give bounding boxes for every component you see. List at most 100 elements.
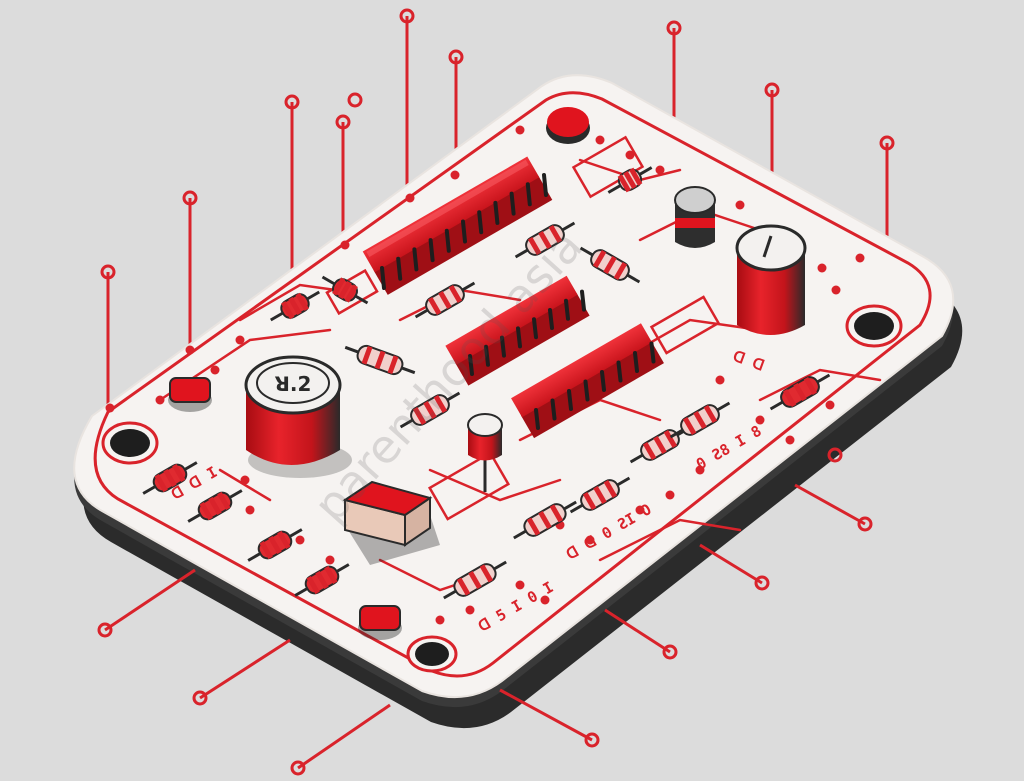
capacitor-marking — [762, 235, 773, 258]
resistor-band — [423, 400, 437, 420]
callout — [192, 638, 291, 706]
smd-component[interactable] — [358, 605, 402, 640]
callout — [335, 114, 351, 245]
resistor-band — [448, 284, 463, 304]
resistor-band — [703, 404, 718, 424]
solder-pad — [185, 345, 195, 355]
resistor[interactable] — [184, 483, 247, 530]
capacitor-band — [675, 218, 715, 228]
resistor-band — [338, 280, 352, 300]
callout-terminal — [284, 94, 300, 110]
resistor-band — [295, 292, 309, 311]
resistor-band — [682, 416, 697, 436]
callout-line — [104, 568, 196, 632]
resistor-band — [217, 491, 231, 510]
callout-terminal — [879, 135, 895, 151]
resistor-band — [154, 474, 168, 493]
resistor[interactable] — [666, 395, 734, 445]
mounting-hole-top-cap — [547, 107, 589, 137]
resistor[interactable] — [244, 522, 307, 569]
callout-terminal — [662, 644, 678, 660]
smd-body — [359, 605, 401, 631]
ic-pin — [548, 308, 554, 330]
resistor-band — [412, 406, 427, 426]
resistor[interactable] — [139, 455, 202, 502]
resistor-band — [526, 517, 541, 536]
resistor[interactable] — [511, 215, 579, 265]
relay-block[interactable] — [342, 480, 440, 565]
solder-pad — [665, 490, 675, 500]
callout-terminal — [192, 690, 208, 706]
solder-pad — [635, 505, 645, 515]
capacitor-large-left[interactable]: ꓤ.2 — [244, 355, 352, 478]
ic-pin — [564, 298, 570, 321]
solder-pad — [825, 400, 835, 410]
solder-pad — [245, 505, 255, 515]
capacitor-tall-right[interactable] — [735, 224, 807, 335]
ic-pin — [534, 408, 540, 430]
ic-pin — [493, 200, 500, 225]
resistor[interactable] — [266, 284, 323, 328]
resistor[interactable] — [509, 494, 580, 546]
solder-pad — [515, 125, 525, 135]
capacitor-small-center[interactable] — [467, 413, 503, 492]
capacitor-small-top[interactable] — [674, 186, 716, 248]
callout-terminal — [100, 264, 116, 280]
solder-pad — [210, 365, 220, 375]
resistor[interactable] — [396, 385, 464, 435]
ic-pin — [616, 360, 623, 383]
resistor-band — [527, 236, 542, 256]
solder-pad — [625, 150, 635, 160]
resistor-band — [199, 502, 213, 521]
ic-pin — [516, 326, 522, 349]
ic-pin — [380, 266, 386, 290]
resistor-band — [617, 174, 631, 193]
smd-body — [169, 377, 211, 403]
ic-pin — [525, 182, 532, 207]
callout-terminal — [97, 622, 113, 638]
resistor-band — [268, 535, 282, 555]
ic-pin — [542, 173, 548, 197]
callout-terminal — [399, 8, 415, 24]
solder-pad — [715, 375, 725, 385]
callout — [182, 190, 198, 350]
resistor-band — [387, 355, 399, 375]
resistor-band — [306, 576, 320, 595]
solder-pad — [817, 263, 827, 273]
resistor[interactable] — [626, 420, 694, 470]
resistor[interactable] — [576, 240, 644, 290]
solder-pad — [735, 200, 745, 210]
ic-pin — [583, 379, 590, 402]
resistor-band — [603, 479, 618, 499]
resistor-band — [374, 350, 386, 370]
callout — [284, 94, 300, 280]
callout-terminal — [827, 447, 843, 463]
solder-pad — [105, 403, 115, 413]
solder-pads — [105, 125, 865, 625]
resistor[interactable] — [439, 554, 510, 606]
resistor[interactable] — [318, 269, 372, 311]
solder-pad — [831, 285, 841, 295]
resistor[interactable] — [411, 275, 479, 325]
resistor-band — [549, 504, 564, 523]
callout-line — [199, 638, 291, 700]
smd-component[interactable] — [168, 377, 212, 412]
callout-line — [794, 483, 866, 526]
resistor[interactable] — [291, 557, 354, 604]
resistor[interactable] — [342, 339, 418, 381]
resistor-band — [456, 577, 471, 596]
resistor-band — [172, 463, 186, 482]
callout — [399, 8, 415, 198]
ic-pin — [468, 354, 474, 376]
ic-chip-right[interactable] — [511, 323, 664, 439]
resistor-band — [324, 565, 338, 584]
resistor[interactable] — [566, 470, 634, 520]
ic-pin — [500, 335, 506, 358]
resistor[interactable] — [766, 367, 834, 417]
resistor[interactable] — [604, 160, 656, 201]
ic-pin — [600, 370, 606, 392]
ic-pin — [509, 191, 516, 216]
ic-pin — [477, 210, 484, 235]
